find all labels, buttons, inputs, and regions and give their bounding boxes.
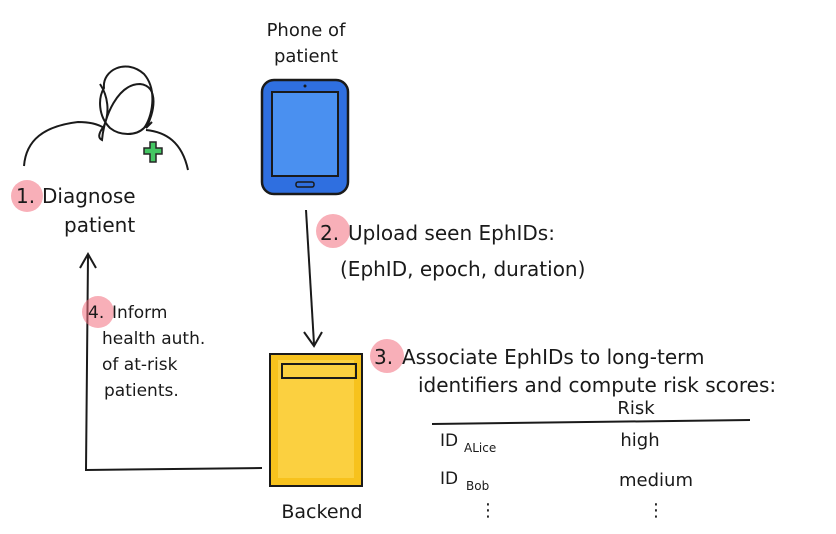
step-4-line3: of at-risk — [102, 355, 178, 375]
table-row: ID Bob medium — [440, 469, 693, 493]
patient-person-icon — [23, 65, 189, 171]
step-3: 3. Associate EphIDs to long-term identif… — [370, 339, 776, 397]
step-1-line2: patient — [64, 213, 135, 237]
step-2: 2. Upload seen EphIDs: (EphID, epoch, du… — [316, 214, 585, 281]
arrow-backend-to-patient — [79, 251, 263, 472]
phone-label-line2: patient — [274, 46, 338, 67]
backend-label: Backend — [281, 501, 362, 523]
step-3-number: 3. — [374, 345, 393, 369]
step-2-number: 2. — [320, 221, 339, 245]
row-1-risk: high — [620, 430, 659, 451]
step-1: 1. Diagnose patient — [11, 180, 136, 237]
step-4-line4: patients. — [104, 381, 179, 401]
step-2-line2: (EphID, epoch, duration) — [340, 257, 585, 281]
step-3-line2: identifiers and compute risk scores: — [418, 373, 776, 397]
risk-column-ellipsis: ⋮ — [647, 500, 665, 521]
step-4-number: 4. — [88, 303, 104, 323]
table-row: ID ALice high — [440, 430, 660, 455]
smartphone-icon — [260, 78, 350, 196]
backend-server-icon — [269, 353, 363, 487]
row-1-id: ID — [440, 431, 458, 451]
green-cross-icon — [143, 141, 163, 163]
row-2-id: ID — [440, 469, 458, 489]
id-column-ellipsis: ⋮ — [479, 500, 497, 521]
step-1-number: 1. — [16, 184, 35, 208]
row-2-risk: medium — [619, 470, 693, 491]
risk-table: Risk ID ALice high ID Bob medium ⋮ ⋮ — [431, 398, 751, 521]
step-4: 4. Inform health auth. of at-risk patien… — [82, 296, 205, 401]
risk-header: Risk — [617, 398, 655, 419]
arrow-phone-to-backend — [303, 209, 323, 348]
phone-label-line1: Phone of — [267, 20, 346, 41]
row-1-id-subscript: ALice — [464, 441, 496, 455]
step-4-line1: Inform — [112, 303, 167, 323]
row-2-id-subscript: Bob — [466, 479, 489, 493]
step-4-line2: health auth. — [102, 329, 205, 349]
step-2-line1: Upload seen EphIDs: — [348, 221, 555, 245]
step-1-line1: Diagnose — [42, 184, 136, 208]
step-3-line1: Associate EphIDs to long-term — [402, 345, 704, 369]
